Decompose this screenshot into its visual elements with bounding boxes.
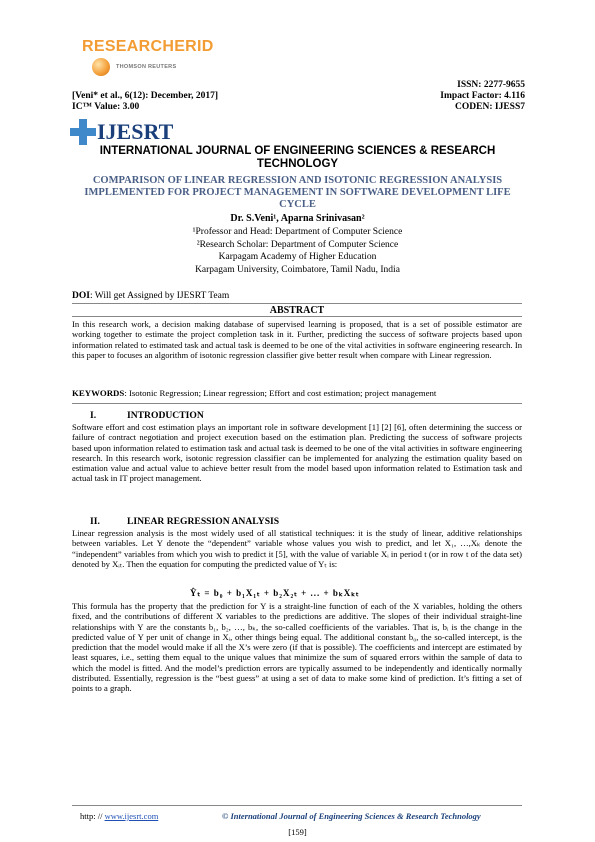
footer-divider (72, 805, 522, 806)
url-prefix: http: // (80, 811, 105, 821)
divider (72, 316, 522, 317)
thomson-reuters-label: THOMSON REUTERS (116, 64, 177, 70)
section-text: Software effort and cost estimation play… (72, 422, 522, 484)
section-text: Linear regression analysis is the most w… (72, 528, 522, 569)
keywords-text: : Isotonic Regression; Linear regression… (124, 388, 437, 398)
affiliation-line: Karpagam University, Coimbatore, Tamil N… (195, 264, 400, 275)
section-title: INTRODUCTION (127, 410, 204, 421)
section-text-continued: This formula has the property that the p… (72, 601, 522, 694)
regression-equation: Ŷₜ = b₀ + b₁X₁ₜ + b₂X₂ₜ + ... + bₖXₖₜ (190, 588, 360, 598)
researcherid-logo: RESEARCHERID (82, 38, 214, 55)
section-number: I. (90, 410, 97, 421)
plus-icon (70, 119, 96, 145)
issn: ISSN: 2277-9655 (457, 80, 525, 90)
doi-label: DOI (72, 291, 90, 301)
brand-text: IJESRT (97, 119, 174, 144)
divider (72, 403, 522, 404)
page-number: [159] (288, 827, 307, 837)
doi: DOI: Will get Assigned by IJESRT Team (72, 291, 229, 301)
article-title: COMPARISON OF LINEAR REGRESSION AND ISOT… (84, 175, 511, 210)
header-left: [Veni* et al., 6(12): December, 2017] IC… (72, 91, 218, 113)
affiliations: ¹Professor and Head: Department of Compu… (70, 226, 525, 276)
citation: [Veni* et al., 6(12): December, 2017] (72, 91, 218, 101)
keywords: KEYWORDS: Isotonic Regression; Linear re… (72, 388, 436, 398)
doi-text: : Will get Assigned by IJESRT Team (89, 291, 230, 301)
affiliation-line: Karpagam Academy of Higher Education (218, 252, 377, 262)
affiliation-line: ¹Professor and Head: Department of Compu… (192, 227, 403, 237)
keywords-label: KEYWORDS (72, 388, 125, 398)
impact-factor: Impact Factor: 4.116 (440, 91, 525, 101)
footer-url: http: // www.ijesrt.com (80, 811, 158, 821)
header-right: ISSN: 2277-9655 Impact Factor: 4.116 COD… (440, 80, 525, 113)
ic-value: IC™ Value: 3.00 (72, 102, 140, 112)
divider (72, 303, 522, 304)
website-link[interactable]: www.ijesrt.com (104, 811, 159, 821)
copyright: © International Journal of Engineering S… (222, 811, 481, 821)
journal-name: INTERNATIONAL JOURNAL OF ENGINEERING SCI… (99, 145, 496, 170)
affiliation-line: ²Research Scholar: Department of Compute… (196, 239, 399, 250)
globe-icon (92, 58, 110, 76)
authors: Dr. S.Veni¹, Aparna Srinivasan² (230, 213, 365, 224)
coden: CODEN: IJESS7 (455, 102, 525, 112)
section-number: II. (90, 516, 100, 527)
section-title: LINEAR REGRESSION ANALYSIS (127, 516, 280, 527)
abstract-title: ABSTRACT (269, 305, 325, 316)
abstract-text: In this research work, a decision making… (72, 319, 522, 360)
